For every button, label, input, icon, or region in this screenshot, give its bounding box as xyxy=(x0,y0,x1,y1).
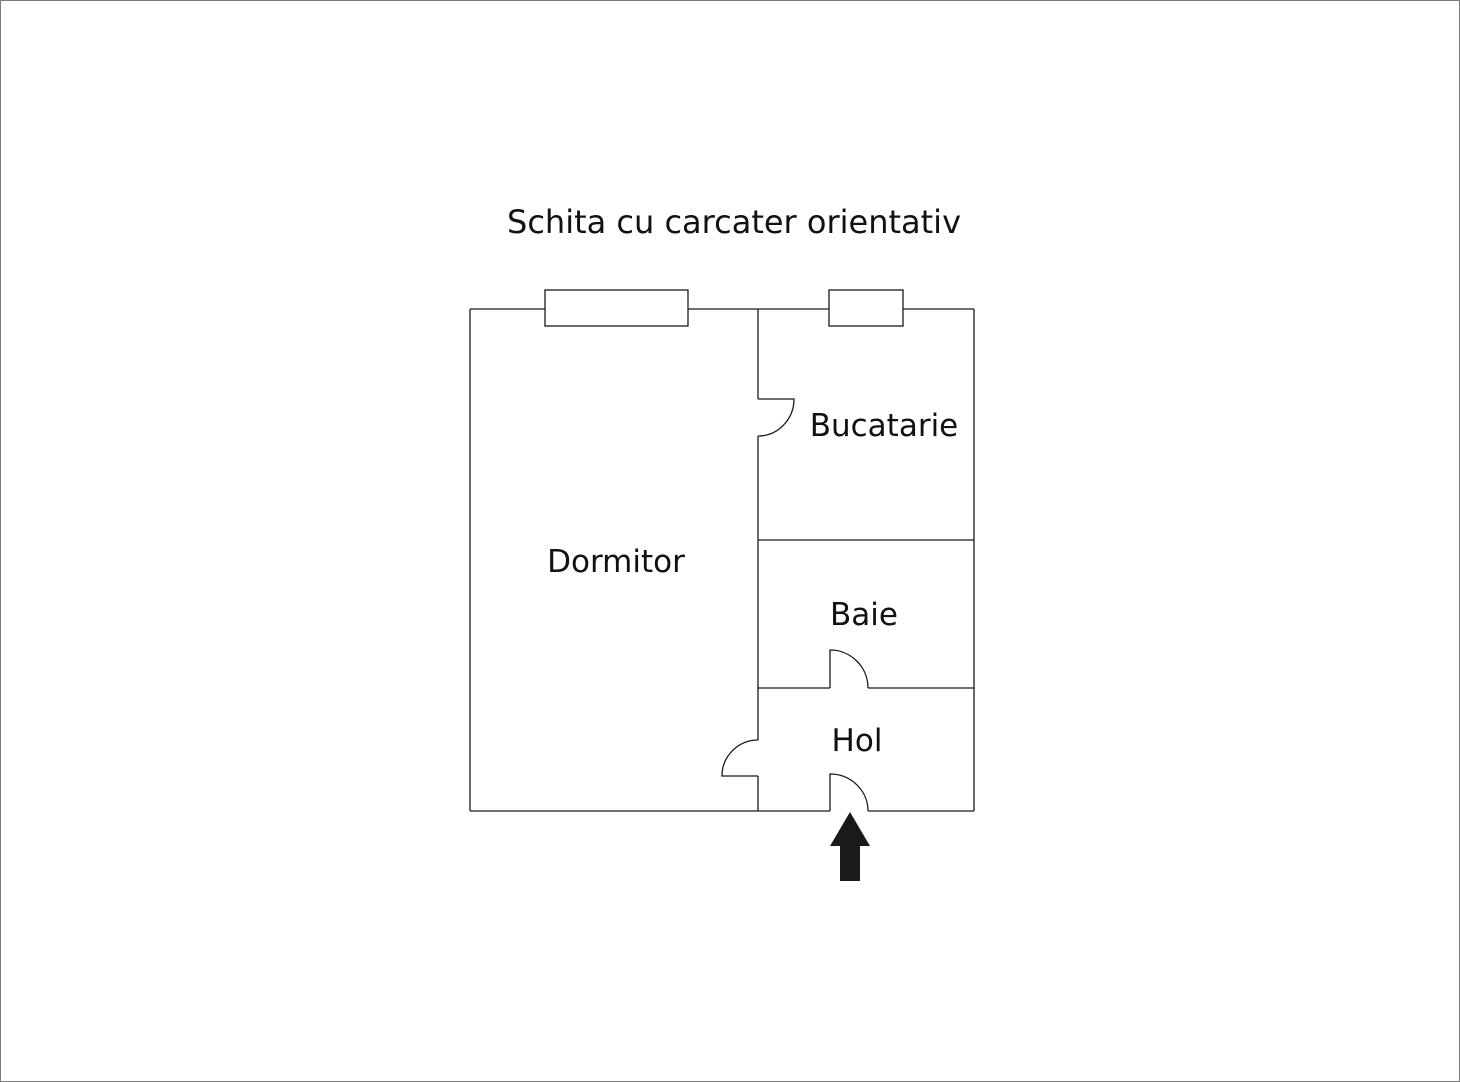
room-label-bucatarie: Bucatarie xyxy=(810,408,959,444)
door-dormitor xyxy=(721,739,759,777)
window-dormitor xyxy=(544,289,689,327)
door-bucatarie xyxy=(757,398,795,437)
plan-title: Schita cu carcater orientativ xyxy=(507,203,961,241)
window-bucatarie xyxy=(828,289,904,327)
door-baie xyxy=(829,649,869,689)
entrance-arrow-icon xyxy=(830,812,870,881)
room-label-dormitor: Dormitor xyxy=(547,544,685,580)
door-entrance xyxy=(829,773,869,812)
room-label-hol: Hol xyxy=(832,723,883,759)
room-label-baie: Baie xyxy=(830,597,898,633)
outer-walls xyxy=(469,308,975,812)
